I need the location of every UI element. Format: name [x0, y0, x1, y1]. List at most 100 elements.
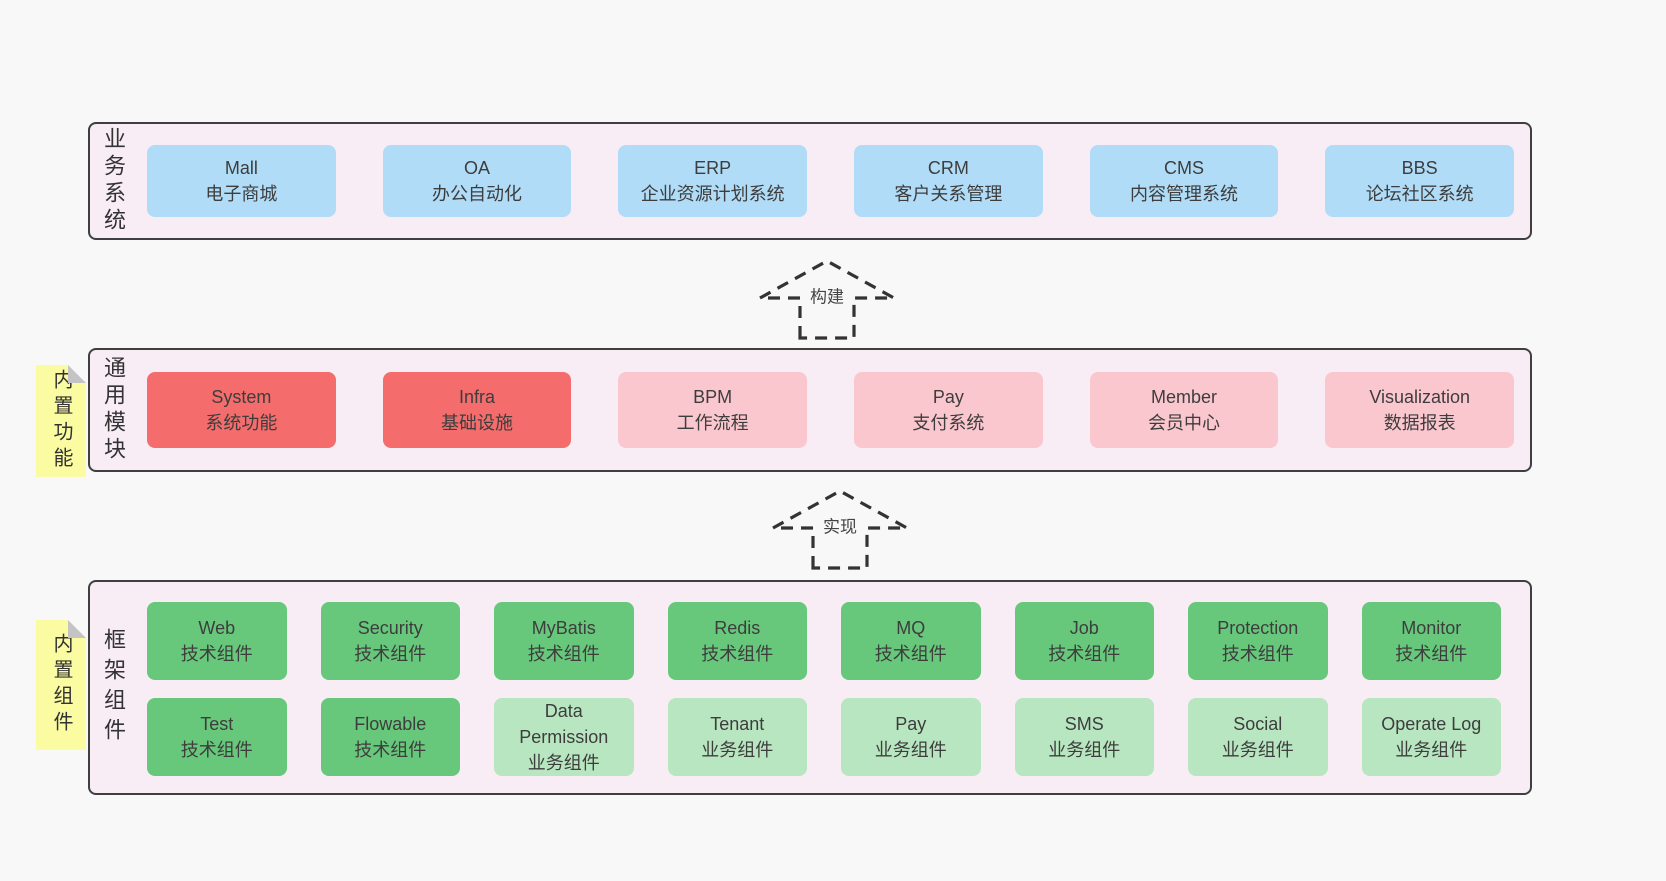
- box-title: System: [211, 386, 272, 407]
- layer-common-modules: 通用模块 System 系统功能 Infra 基础设施 BPM 工作流程 Pay…: [88, 348, 1532, 472]
- box-subtitle: 业务组件: [527, 753, 600, 774]
- arrow-label: 构建: [807, 281, 847, 309]
- box-title: CMS: [1164, 157, 1205, 178]
- box-web: Web 技术组件: [147, 602, 287, 680]
- box-subtitle: 技术组件: [874, 644, 947, 664]
- box-title: Job: [1069, 617, 1099, 638]
- framework-row-2: Test 技术组件 Flowable 技术组件 Data Permission …: [147, 698, 1501, 776]
- box-title: BBS: [1401, 157, 1438, 178]
- box-subtitle: 技术组件: [1048, 644, 1121, 664]
- box-title: Protection: [1217, 617, 1299, 638]
- box-subtitle: 业务组件: [1221, 740, 1294, 760]
- box-subtitle: 支付系统: [912, 413, 985, 433]
- box-operate-log: Operate Log 业务组件: [1361, 698, 1501, 776]
- box-flowable: Flowable 技术组件: [320, 698, 460, 776]
- box-social: Social 业务组件: [1188, 698, 1328, 776]
- layer-business-label: 业务系统: [101, 127, 126, 235]
- box-mq: MQ 技术组件: [841, 602, 981, 680]
- layer-business-systems: 业务系统 Mall 电子商城 OA 办公自动化 ERP 企业资源计划系统 CRM…: [88, 122, 1532, 240]
- box-subtitle: 基础设施: [441, 413, 513, 433]
- box-subtitle: 技术组件: [1395, 644, 1468, 664]
- box-title: CRM: [927, 157, 969, 178]
- box-subtitle: 客户关系管理: [894, 184, 1003, 204]
- box-title: Redis: [714, 617, 761, 638]
- arrow-label: 实现: [820, 511, 860, 539]
- up-arrow-icon: [759, 259, 895, 340]
- box-title: Pay: [895, 713, 927, 734]
- box-pay-component: Pay 业务组件: [841, 698, 981, 776]
- framework-row-1: Web 技术组件 Security 技术组件 MyBatis 技术组件 Redi…: [147, 602, 1501, 680]
- up-arrow-build: 构建: [752, 256, 902, 340]
- box-title: Operate Log: [1381, 713, 1482, 734]
- up-arrow-icon: [772, 489, 908, 570]
- sticky-note-built-in-components: 内置组件: [36, 620, 86, 750]
- box-title: Flowable: [354, 713, 427, 734]
- box-subtitle: 办公自动化: [432, 184, 522, 204]
- box-monitor: Monitor 技术组件: [1361, 602, 1501, 680]
- box-title: Test: [200, 713, 234, 734]
- note-label: 内置功能: [50, 369, 72, 473]
- box-title: Social: [1233, 713, 1283, 734]
- box-system: System 系统功能: [147, 372, 336, 448]
- box-visualization: Visualization 数据报表: [1325, 372, 1515, 448]
- box-bbs: BBS 论坛社区系统: [1325, 145, 1515, 217]
- framework-rows: Web 技术组件 Security 技术组件 MyBatis 技术组件 Redi…: [147, 602, 1501, 776]
- box-title: Member: [1151, 386, 1218, 407]
- box-subtitle: 技术组件: [354, 740, 427, 760]
- box-subtitle: 技术组件: [180, 644, 253, 664]
- box-data-permission: Data Permission 业务组件: [494, 698, 634, 776]
- box-title: MyBatis: [531, 617, 596, 638]
- box-subtitle: 工作流程: [676, 413, 749, 433]
- box-sms: SMS 业务组件: [1014, 698, 1154, 776]
- box-subtitle: 技术组件: [354, 644, 427, 664]
- box-job: Job 技术组件: [1014, 602, 1154, 680]
- box-test: Test 技术组件: [147, 698, 287, 776]
- box-security: Security 技术组件: [320, 602, 460, 680]
- box-title: ERP: [694, 157, 732, 178]
- sticky-note-built-in-features: 内置功能: [36, 365, 86, 477]
- box-title: Infra: [458, 386, 496, 407]
- box-protection: Protection 技术组件: [1188, 602, 1328, 680]
- box-erp: ERP 企业资源计划系统: [618, 145, 808, 217]
- box-subtitle: 数据报表: [1383, 413, 1456, 433]
- box-title: SMS: [1064, 713, 1104, 734]
- box-redis: Redis 技术组件: [667, 602, 807, 680]
- box-subtitle: 会员中心: [1148, 413, 1221, 433]
- layer-framework-label: 框架组件: [101, 627, 126, 748]
- box-title: Security: [357, 617, 423, 638]
- box-subtitle: 电子商城: [205, 184, 278, 204]
- box-tenant: Tenant 业务组件: [667, 698, 807, 776]
- box-subtitle: 系统功能: [205, 413, 278, 433]
- layer-modules-label: 通用模块: [101, 356, 126, 464]
- box-oa: OA 办公自动化: [382, 145, 572, 217]
- box-subtitle: 企业资源计划系统: [640, 184, 785, 204]
- box-subtitle: 业务组件: [701, 740, 774, 760]
- modules-box-row: System 系统功能 Infra 基础设施 BPM 工作流程 Pay 支付系统…: [147, 350, 1515, 470]
- box-bpm: BPM 工作流程: [618, 372, 808, 448]
- box-subtitle: 技术组件: [527, 644, 600, 664]
- box-title: Visualization: [1369, 386, 1471, 407]
- box-title: Tenant: [710, 713, 765, 734]
- box-title: Data Permission: [519, 700, 609, 747]
- box-title: Web: [198, 617, 236, 638]
- box-title: Pay: [932, 386, 964, 407]
- box-title: Monitor: [1401, 617, 1462, 638]
- box-crm: CRM 客户关系管理: [854, 145, 1043, 217]
- box-subtitle: 业务组件: [1048, 740, 1121, 760]
- box-subtitle: 技术组件: [701, 644, 774, 664]
- box-subtitle: 技术组件: [1221, 644, 1294, 664]
- box-subtitle: 业务组件: [1395, 740, 1468, 760]
- box-cms: CMS 内容管理系统: [1089, 145, 1279, 217]
- box-pay-system: Pay 支付系统: [854, 372, 1043, 448]
- up-arrow-implement: 实现: [765, 486, 915, 570]
- box-subtitle: 内容管理系统: [1130, 184, 1239, 204]
- box-mybatis: MyBatis 技术组件: [494, 602, 634, 680]
- box-subtitle: 技术组件: [180, 740, 253, 760]
- box-subtitle: 业务组件: [874, 740, 947, 760]
- box-title: BPM: [693, 386, 733, 407]
- business-box-row: Mall 电子商城 OA 办公自动化 ERP 企业资源计划系统 CRM 客户关系…: [147, 124, 1515, 238]
- note-label: 内置组件: [50, 633, 72, 737]
- box-infra: Infra 基础设施: [382, 372, 572, 448]
- box-mall: Mall 电子商城: [147, 145, 336, 217]
